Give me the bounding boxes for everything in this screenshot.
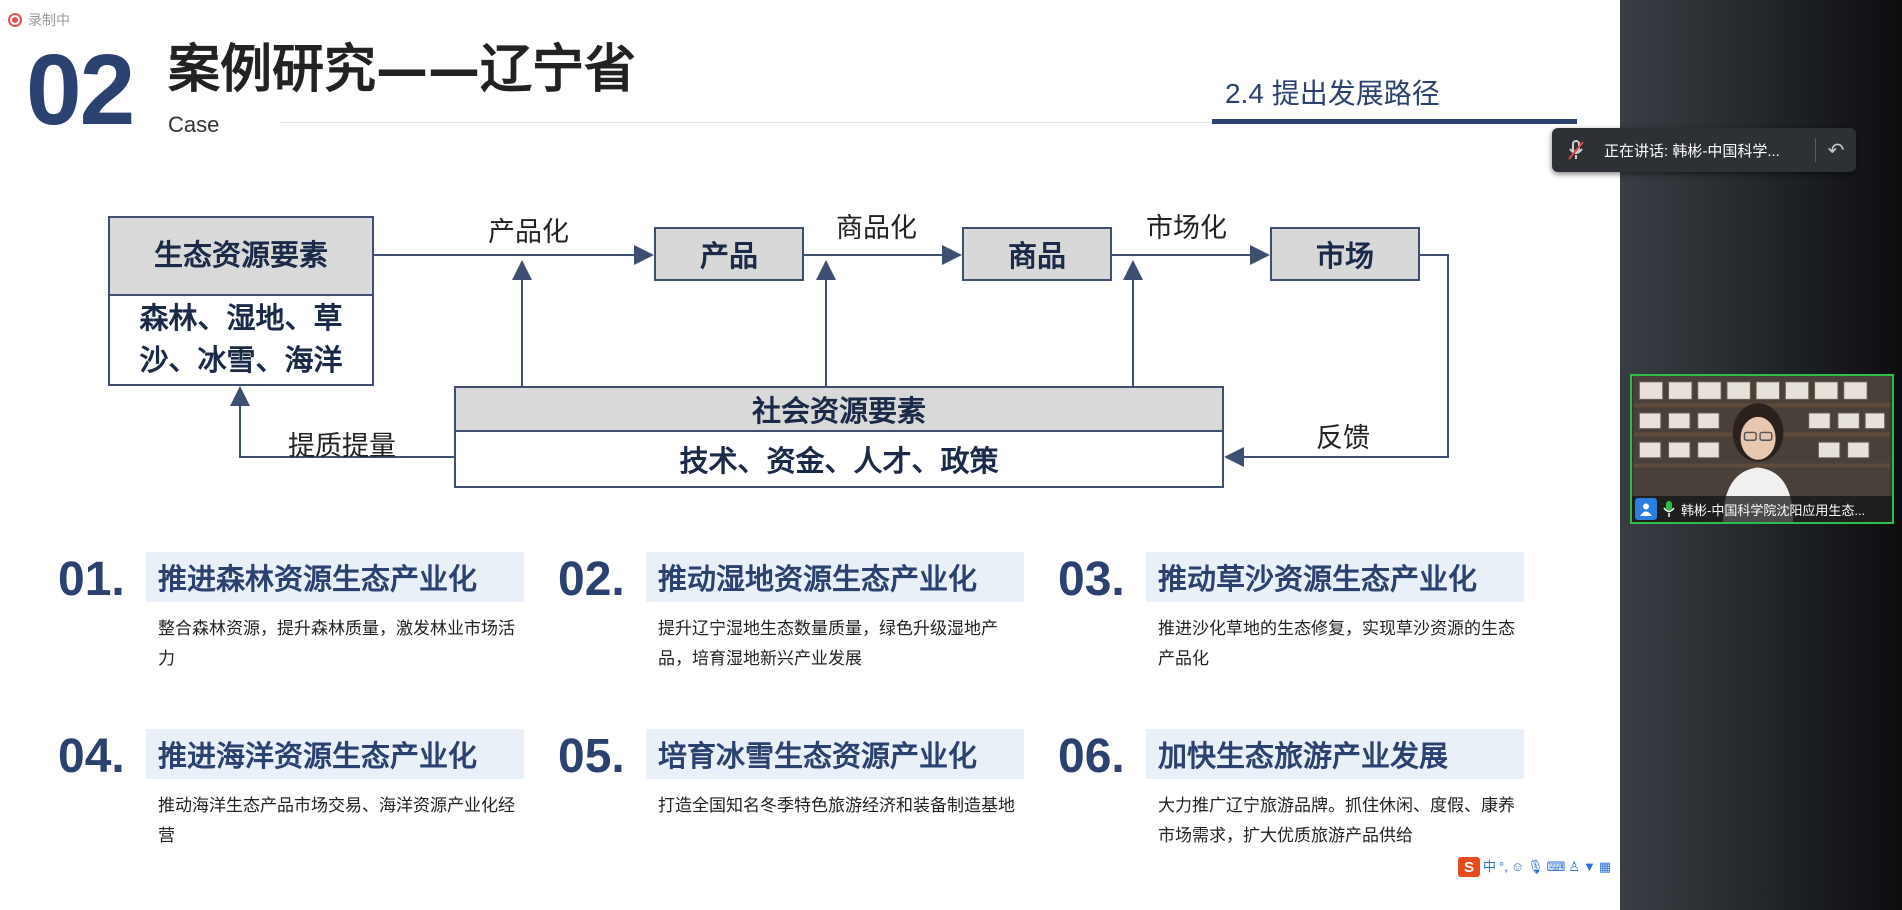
section-tag: 2.4 提出发展路径	[1225, 78, 1440, 109]
participant-name: 韩彬-中国科学院沈阳应用生态...	[1681, 502, 1866, 518]
header-divider	[280, 122, 1575, 123]
item-title: 推动湿地资源生态产业化	[646, 552, 1024, 602]
participant-caption: 韩彬-中国科学院沈阳应用生态...	[1632, 496, 1892, 522]
item-number: 02.	[558, 553, 625, 606]
return-icon[interactable]: ↶	[1827, 139, 1845, 162]
section-underline	[1212, 119, 1577, 124]
avatar-icon	[1635, 498, 1657, 520]
item-title: 加快生态旅游产业发展	[1146, 729, 1524, 779]
edge-label-marketize: 市场化	[1146, 213, 1227, 243]
divider	[1815, 138, 1816, 162]
item-desc: 提升辽宁湿地生态数量质量，绿色升级湿地产品，培育湿地新兴产业发展	[658, 619, 998, 668]
grid-icon[interactable]: ▦	[1598, 859, 1612, 874]
recording-label: 录制中	[28, 12, 70, 28]
mic-muted-icon[interactable]	[1552, 128, 1600, 172]
node-product: 产品	[654, 227, 804, 281]
sogou-logo-icon[interactable]: S	[1458, 857, 1480, 877]
item-desc: 整合森林资源，提升森林质量，激发林业市场活力	[158, 619, 515, 668]
edge-label-feedback: 反馈	[1316, 423, 1370, 453]
eco-resource-box: 生态资源要素 森林、湿地、草沙、冰雪、海洋	[108, 216, 374, 386]
eco-resource-list: 森林、湿地、草沙、冰雪、海洋	[139, 302, 343, 377]
edge-label-upgrade: 提质提量	[288, 431, 396, 461]
item-desc: 推动海洋生态产品市场交易、海洋资源产业化经营	[158, 796, 515, 845]
mic-active-icon	[1661, 499, 1677, 519]
node-market: 市场	[1270, 227, 1420, 281]
edge-label-productize: 产品化	[488, 217, 569, 247]
item-number: 04.	[58, 730, 125, 783]
item-number: 01.	[58, 553, 125, 606]
item-desc: 推进沙化草地的生态修复，实现草沙资源的生态产品化	[1158, 619, 1515, 668]
item-title: 培育冰雪生态资源产业化	[646, 729, 1024, 779]
item-title: 推动草沙资源生态产业化	[1146, 552, 1524, 602]
slide-subtitle: Case	[168, 112, 220, 137]
eco-resource-title: 生态资源要素	[110, 218, 372, 296]
speaking-label: 正在讲话: 韩彬-中国科学...	[1604, 142, 1780, 160]
item-number: 03.	[1058, 553, 1125, 606]
punct-icon[interactable]: °,	[1499, 859, 1508, 874]
keyboard-icon[interactable]: ⌨	[1546, 859, 1566, 874]
speaking-indicator-bar[interactable]: 正在讲话: 韩彬-中国科学... ↶	[1552, 128, 1856, 172]
item-number: 06.	[1058, 730, 1125, 783]
recording-indicator[interactable]: 录制中	[8, 10, 70, 30]
record-icon	[8, 13, 22, 27]
user-icon[interactable]: ♙	[1568, 859, 1581, 874]
item-desc: 大力推广辽宁旅游品牌。抓住休闲、度假、康养市场需求，扩大优质旅游产品供给	[1158, 796, 1515, 845]
mic-icon[interactable]: 🎙︎	[1527, 859, 1544, 874]
item-title: 推进海洋资源生态产业化	[146, 729, 524, 779]
item-title: 推进森林资源生态产业化	[146, 552, 524, 602]
item-number: 05.	[558, 730, 625, 783]
skin-icon[interactable]: ▼	[1583, 859, 1596, 874]
ime-toolbar[interactable]: S 中 °, ☺ 🎙︎ ⌨ ♙ ▼ ▦	[1456, 856, 1614, 878]
node-goods: 商品	[962, 227, 1112, 281]
social-resource-box: 社会资源要素 技术、资金、人才、政策	[454, 386, 1224, 488]
social-resource-list: 技术、资金、人才、政策	[679, 446, 999, 478]
participant-video-tile[interactable]: 韩彬-中国科学院沈阳应用生态...	[1630, 374, 1894, 524]
item-desc: 打造全国知名冬季特色旅游经济和装备制造基地	[658, 796, 1015, 815]
slide-title: 案例研究——辽宁省	[168, 40, 637, 100]
presentation-slide: 录制中 02 案例研究——辽宁省 Case 2.4 提出发展路径 生态资源要素 …	[8, 10, 1614, 878]
social-resource-title: 社会资源要素	[456, 388, 1222, 432]
section-number: 02	[26, 34, 135, 146]
edge-label-commercialize: 商品化	[836, 213, 917, 243]
ime-lang-toggle[interactable]: 中	[1483, 859, 1497, 874]
emoji-icon[interactable]: ☺	[1510, 859, 1525, 874]
